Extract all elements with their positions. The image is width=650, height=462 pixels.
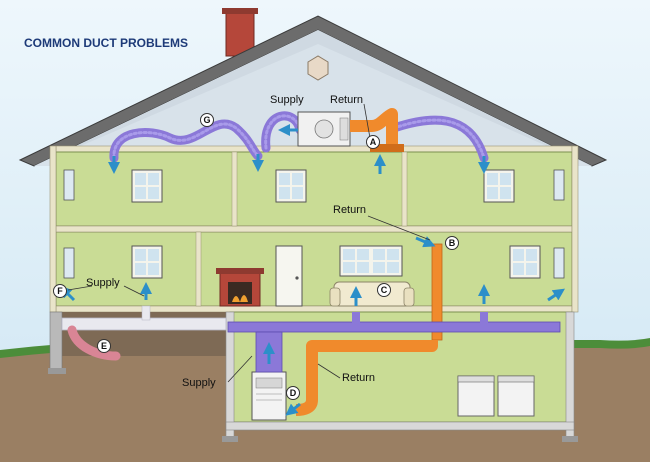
label-supply-left: Supply <box>86 277 120 289</box>
marker-c: C <box>377 283 391 297</box>
marker-f: F <box>53 284 67 298</box>
attic-floor <box>55 145 573 153</box>
disconnected-duct <box>67 325 121 361</box>
sofa <box>329 281 415 307</box>
attic-air-handler <box>297 111 351 147</box>
label-return-basement: Return <box>342 372 375 384</box>
svg-text:F: F <box>57 286 63 296</box>
label-supply-basement: Supply <box>182 377 216 389</box>
marker-g: G <box>200 113 214 127</box>
diagram-title: COMMON DUCT PROBLEMS <box>24 36 188 50</box>
marker-b: B <box>445 236 459 250</box>
label-return-attic: Return <box>330 94 363 106</box>
windows <box>131 169 541 279</box>
chimney-cap <box>222 8 258 14</box>
door <box>275 245 303 307</box>
attic-vent-icon <box>307 55 329 81</box>
fireplace <box>216 268 264 307</box>
label-supply-attic: Supply <box>270 94 304 106</box>
svg-text:G: G <box>203 115 210 125</box>
attic-space <box>34 30 592 166</box>
side-windows <box>63 169 565 279</box>
svg-text:B: B <box>449 238 456 248</box>
foundation-left <box>49 311 63 373</box>
attic-return-duct <box>350 108 398 150</box>
svg-text:D: D <box>290 388 297 398</box>
marker-a: A <box>366 135 380 149</box>
marker-d: D <box>286 386 300 400</box>
basement-return-duct <box>295 340 438 416</box>
leader-lines <box>67 103 431 383</box>
svg-text:C: C <box>381 285 388 295</box>
floor-slab-middle <box>55 305 573 313</box>
svg-text:A: A <box>370 137 377 147</box>
svg-text:E: E <box>101 341 107 351</box>
floor-slab-upper <box>55 225 573 233</box>
furnace <box>251 371 287 421</box>
label-return-middle: Return <box>333 204 366 216</box>
basement-floor <box>225 421 575 431</box>
marker-e: E <box>97 339 111 353</box>
supply-trunk <box>227 321 561 333</box>
washer-dryer <box>457 375 535 417</box>
